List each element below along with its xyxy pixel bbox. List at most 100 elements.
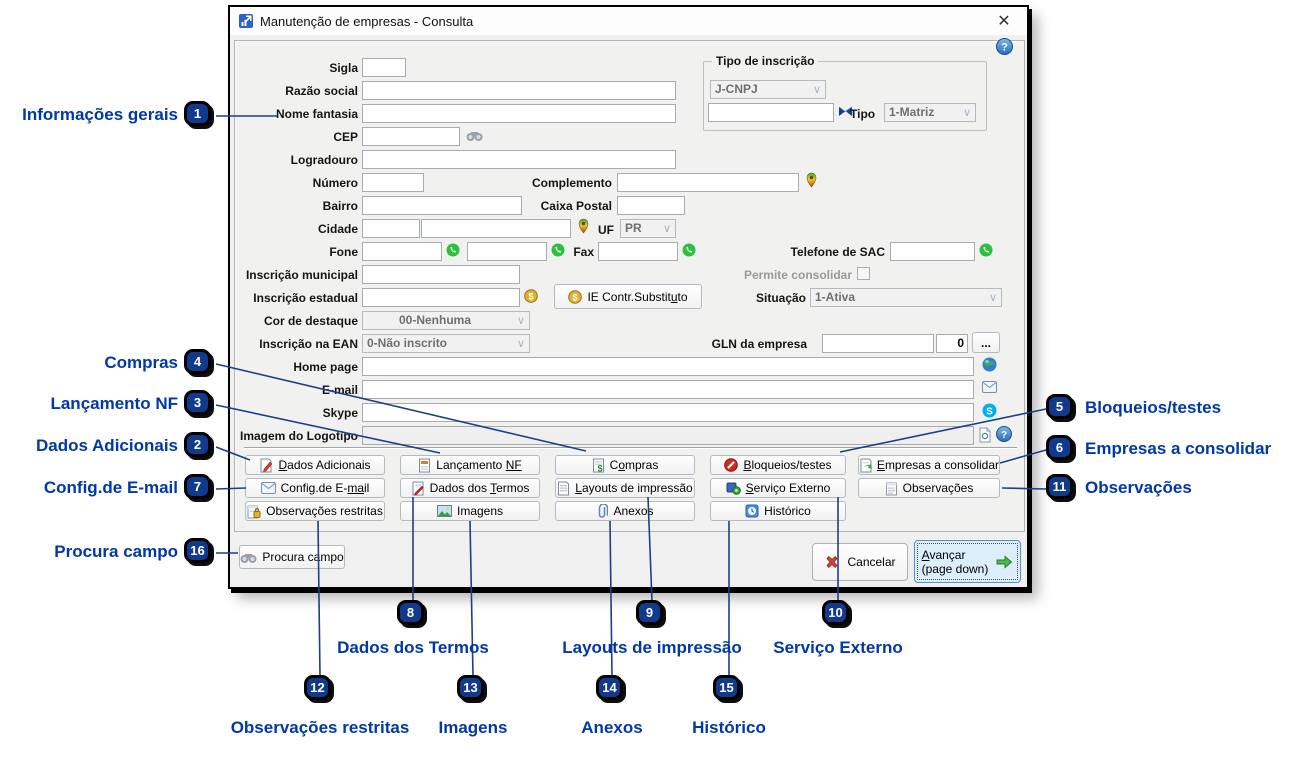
layouts-impressao-button[interactable]: Layouts de impressão — [555, 478, 695, 498]
cnpj-input[interactable] — [708, 103, 834, 122]
numero-input[interactable] — [362, 173, 424, 192]
cidade-codigo-input[interactable] — [362, 219, 420, 238]
historico-button[interactable]: Histórico — [710, 501, 846, 521]
tipo-inscricao-select: J-CNPJ∨ — [710, 80, 826, 99]
fax-input[interactable] — [598, 242, 678, 261]
imagens-button[interactable]: Imagens — [400, 501, 540, 521]
label-complemento: Complemento — [531, 176, 612, 190]
tipo-matriz-select: 1-Matriz∨ — [884, 103, 976, 122]
logradouro-input[interactable] — [362, 150, 676, 169]
cep-input[interactable] — [362, 127, 460, 146]
inscricao-ean-select: 0-Não inscrito∨ — [362, 334, 530, 353]
callout-badge-4: 4 — [184, 349, 211, 374]
callout-badge-9: 9 — [636, 600, 663, 625]
map-pin-icon[interactable] — [577, 218, 590, 235]
nome-fantasia-input[interactable] — [362, 104, 676, 123]
dados-adicionais-button[interactable]: Dados Adicionais — [245, 455, 385, 475]
callout-badge-16: 16 — [184, 538, 211, 563]
gln-input[interactable] — [822, 334, 934, 353]
label-caixa-postal: Caixa Postal — [540, 199, 612, 213]
label-gln: GLN da empresa — [711, 337, 807, 351]
compras-button[interactable]: $ Compras — [555, 455, 695, 475]
binoculars-icon[interactable] — [466, 129, 483, 142]
imagem-logotipo-field — [362, 426, 974, 445]
uf-select: PR∨ — [620, 219, 676, 238]
callout-label-procura-campo: Procura campo — [54, 542, 178, 561]
observacoes-button[interactable]: Observações — [858, 478, 1000, 498]
label-bairro: Bairro — [322, 199, 358, 213]
gln-browse-button[interactable]: ... — [972, 332, 1000, 353]
bloqueios-testes-button[interactable]: Bloqueios/testes — [710, 455, 846, 475]
cancelar-button[interactable]: Cancelar — [812, 543, 908, 581]
title-bar: Manutenção de empresas - Consulta ✕ — [230, 7, 1027, 35]
callout-label-layouts-impressao: Layouts de impressão — [562, 638, 742, 657]
callout-badge-15: 15 — [713, 675, 740, 700]
callout-badge-13: 13 — [457, 675, 484, 700]
skype-icon[interactable]: S — [982, 403, 997, 418]
email-input[interactable] — [362, 380, 974, 399]
callout-label-lancamento-nf: Lançamento NF — [50, 394, 178, 413]
map-pin-icon[interactable] — [805, 172, 818, 189]
whatsapp-icon[interactable] — [446, 243, 460, 257]
cidade-nome-input[interactable] — [421, 219, 571, 238]
label-nome-fantasia: Nome fantasia — [275, 107, 358, 121]
sintegra-coin-icon[interactable]: $ — [524, 289, 538, 303]
anexos-button[interactable]: Anexos — [555, 501, 695, 521]
label-imagem-logotipo: Imagem do Logotipo — [240, 429, 358, 443]
app-icon — [238, 13, 254, 29]
label-sigla: Sigla — [329, 61, 358, 75]
svg-text:$: $ — [597, 463, 602, 473]
label-tipo: Tipo — [850, 107, 876, 121]
globe-icon[interactable] — [982, 357, 997, 372]
chevron-down-icon: ∨ — [516, 338, 525, 350]
complemento-input[interactable] — [617, 173, 799, 192]
avancar-button[interactable]: Avançar (page down) — [914, 540, 1021, 583]
whatsapp-icon[interactable] — [682, 243, 696, 257]
bairro-input[interactable] — [362, 196, 522, 215]
config-email-button[interactable]: Config.de E-mail — [245, 478, 385, 498]
whatsapp-icon[interactable] — [551, 243, 565, 257]
section-divider — [244, 447, 1017, 449]
callout-label-dados-adicionais: Dados Adicionais — [35, 436, 178, 455]
label-situacao: Situação — [755, 291, 806, 305]
envelope-icon[interactable] — [982, 381, 997, 393]
observacoes-restritas-button[interactable]: Observações restritas — [245, 501, 385, 521]
window-title: Manutenção de empresas - Consulta — [260, 13, 474, 29]
home-page-input[interactable] — [362, 357, 974, 376]
lancamento-nf-button[interactable]: Lançamento NF — [400, 455, 540, 475]
razao-social-input[interactable] — [362, 81, 676, 100]
skype-input[interactable] — [362, 403, 974, 422]
help-icon[interactable]: ? — [996, 38, 1013, 55]
inscricao-municipal-input[interactable] — [362, 265, 520, 284]
whatsapp-icon[interactable] — [979, 243, 993, 257]
close-icon[interactable]: ✕ — [997, 13, 1011, 30]
dados-termos-button[interactable]: Dados dos Termos — [400, 478, 540, 498]
callout-badge-3: 3 — [184, 390, 211, 415]
tipo-inscricao-legend: Tipo de inscrição — [712, 54, 819, 68]
fone2-input[interactable] — [467, 242, 547, 261]
empresas-consolidar-button[interactable]: Empresas a consolidar — [858, 455, 1000, 475]
telefone-sac-input[interactable] — [890, 242, 975, 261]
label-email: E-mail — [321, 383, 358, 397]
sigla-input[interactable] — [362, 58, 406, 77]
logo-help-icon[interactable]: ? — [996, 426, 1012, 442]
caixa-postal-input[interactable] — [617, 196, 685, 215]
fone1-input[interactable] — [362, 242, 442, 261]
callout-badge-8: 8 — [397, 600, 424, 625]
callout-badge-10: 10 — [822, 600, 849, 625]
preview-document-icon[interactable] — [978, 427, 992, 443]
ie-contr-substituto-button[interactable]: $ IE Contr.Substituto — [554, 284, 702, 309]
callout-label-config-email: Config.de E-mail — [43, 478, 178, 497]
callout-badge-7: 7 — [184, 474, 211, 499]
receita-federal-icon[interactable] — [838, 105, 853, 118]
label-numero: Número — [312, 176, 358, 190]
gln-counter: 0 — [936, 334, 968, 353]
green-arrow-icon — [996, 554, 1013, 569]
procura-campo-button[interactable]: Procura campo — [239, 545, 345, 569]
servico-externo-button[interactable]: Serviço Externo — [710, 478, 846, 498]
label-inscricao-ean: Inscrição na EAN — [259, 337, 358, 351]
dialog-manutencao-empresas: Manutenção de empresas - Consulta ✕ ? Si… — [228, 5, 1029, 589]
permite-consolidar-checkbox — [857, 267, 870, 280]
label-fax: Fax — [573, 245, 594, 259]
inscricao-estadual-input[interactable] — [362, 288, 520, 307]
